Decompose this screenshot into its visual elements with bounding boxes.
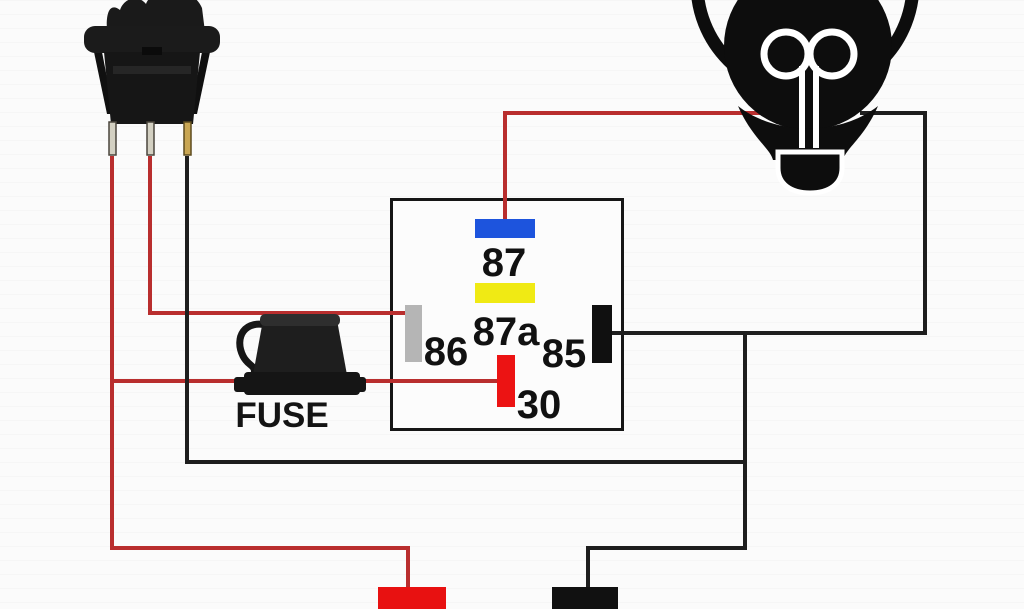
fuse-holder-icon bbox=[234, 314, 366, 395]
light-bulb-icon bbox=[691, 0, 919, 196]
wire-ground-bus-horizontal bbox=[586, 546, 747, 550]
wire-switch-ground-horizontal bbox=[185, 460, 747, 464]
wire-switch-to-pin86 bbox=[148, 311, 408, 315]
relay-pin-87a bbox=[475, 283, 535, 303]
wire-pin87-vertical bbox=[503, 111, 507, 223]
relay-pin-86 bbox=[405, 305, 422, 362]
wire-switch-mid-vertical bbox=[148, 156, 152, 315]
wire-bulb-return-stub bbox=[860, 111, 927, 115]
wire-battery-positive-horizontal bbox=[110, 546, 410, 550]
wire-pin87-to-bulb bbox=[503, 111, 773, 115]
wire-red-terminal-drop bbox=[406, 546, 410, 591]
relay-pin-label-85: 85 bbox=[541, 332, 587, 376]
wire-black-terminal-drop bbox=[586, 546, 590, 591]
wire-switch-ground-vertical bbox=[185, 156, 189, 464]
battery-terminal-red bbox=[378, 587, 446, 609]
relay-pin-30 bbox=[497, 355, 515, 407]
wire-ground-bus-vertical bbox=[743, 331, 747, 550]
relay-pin-label-30: 30 bbox=[516, 383, 562, 427]
relay-pin-label-87a: 87a bbox=[472, 310, 540, 354]
battery-terminal-black bbox=[552, 587, 618, 609]
wire-pin85-horizontal bbox=[610, 331, 927, 335]
wire-battery-positive-vertical bbox=[110, 156, 114, 550]
relay-pin-85 bbox=[592, 305, 612, 363]
relay-pin-label-86: 86 bbox=[423, 330, 469, 374]
rocker-switch-icon bbox=[84, 0, 220, 156]
relay-pin-87 bbox=[475, 219, 535, 238]
wire-bulb-return-vertical bbox=[923, 111, 927, 335]
fuse-label: FUSE bbox=[235, 396, 329, 435]
relay-pin-label-87: 87 bbox=[481, 241, 527, 285]
